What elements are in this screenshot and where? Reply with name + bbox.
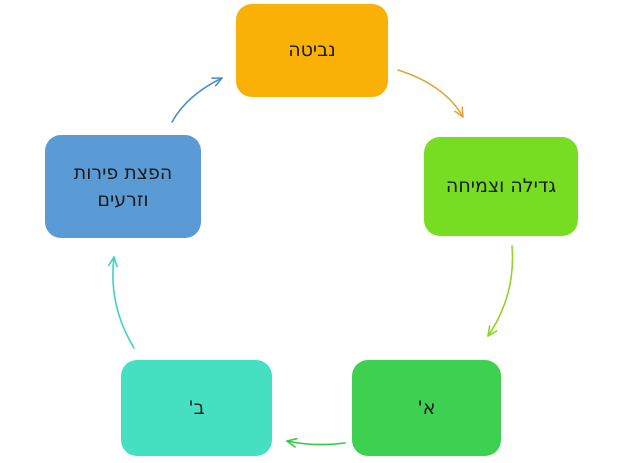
arrow-germination-to-growth (397, 69, 464, 118)
arrow-growth-to-a (487, 245, 514, 337)
node-dispersal[interactable]: הפצת פירות וזרעים (45, 135, 201, 238)
node-a-label: א' (417, 396, 436, 419)
node-b-label: ב' (188, 396, 205, 419)
node-dispersal-label: הפצת פירות וזרעים (73, 161, 173, 211)
node-germination[interactable]: נביטה (236, 4, 388, 97)
node-germination-label: נביטה (288, 39, 336, 62)
arrow-a-to-b (286, 437, 346, 448)
arrow-b-to-dispersal (107, 256, 135, 349)
node-growth[interactable]: גדילה וצמיחה (424, 137, 578, 236)
node-a[interactable]: א' (352, 360, 501, 456)
node-growth-label: גדילה וצמיחה (445, 175, 557, 198)
arrow-dispersal-to-germination (171, 77, 223, 123)
node-b[interactable]: ב' (121, 360, 272, 456)
